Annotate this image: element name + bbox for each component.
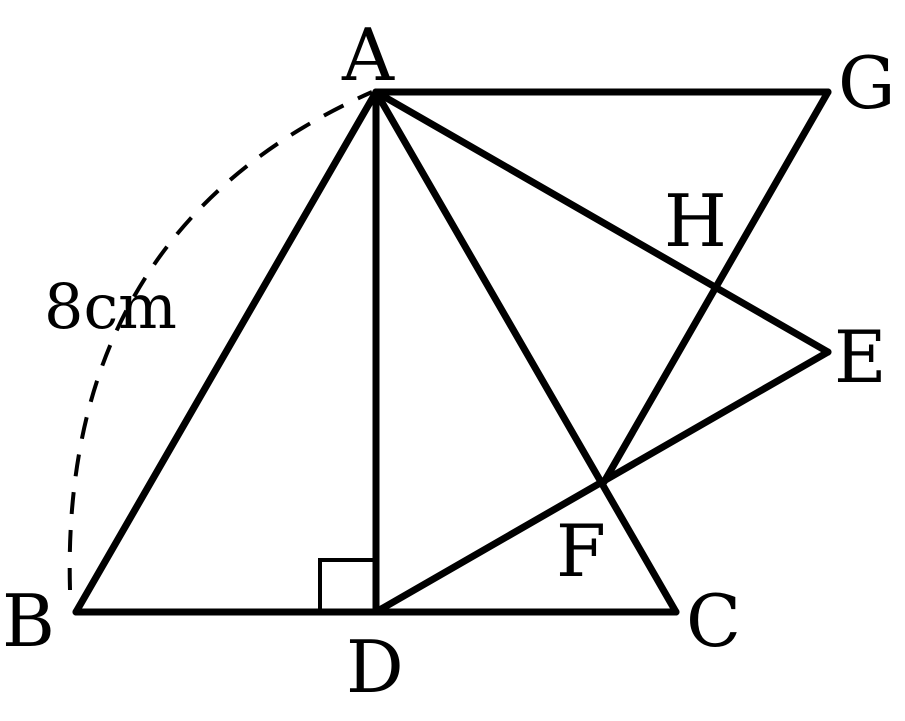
label-b: B bbox=[2, 579, 55, 663]
length-arc-ab bbox=[67, 90, 373, 591]
segment-ab bbox=[72, 88, 380, 616]
label-f: F bbox=[556, 509, 606, 593]
label-g: G bbox=[838, 41, 896, 125]
measure-label-ab: 8cm bbox=[44, 270, 177, 343]
label-c: C bbox=[686, 579, 741, 663]
label-d: D bbox=[346, 625, 404, 709]
right-angle-mark bbox=[318, 558, 376, 612]
label-h: H bbox=[664, 179, 727, 263]
segment-ae bbox=[372, 88, 832, 356]
segment-gf bbox=[600, 88, 832, 486]
label-a: A bbox=[341, 13, 395, 97]
label-e: E bbox=[834, 315, 887, 399]
segment-ac bbox=[372, 88, 680, 616]
